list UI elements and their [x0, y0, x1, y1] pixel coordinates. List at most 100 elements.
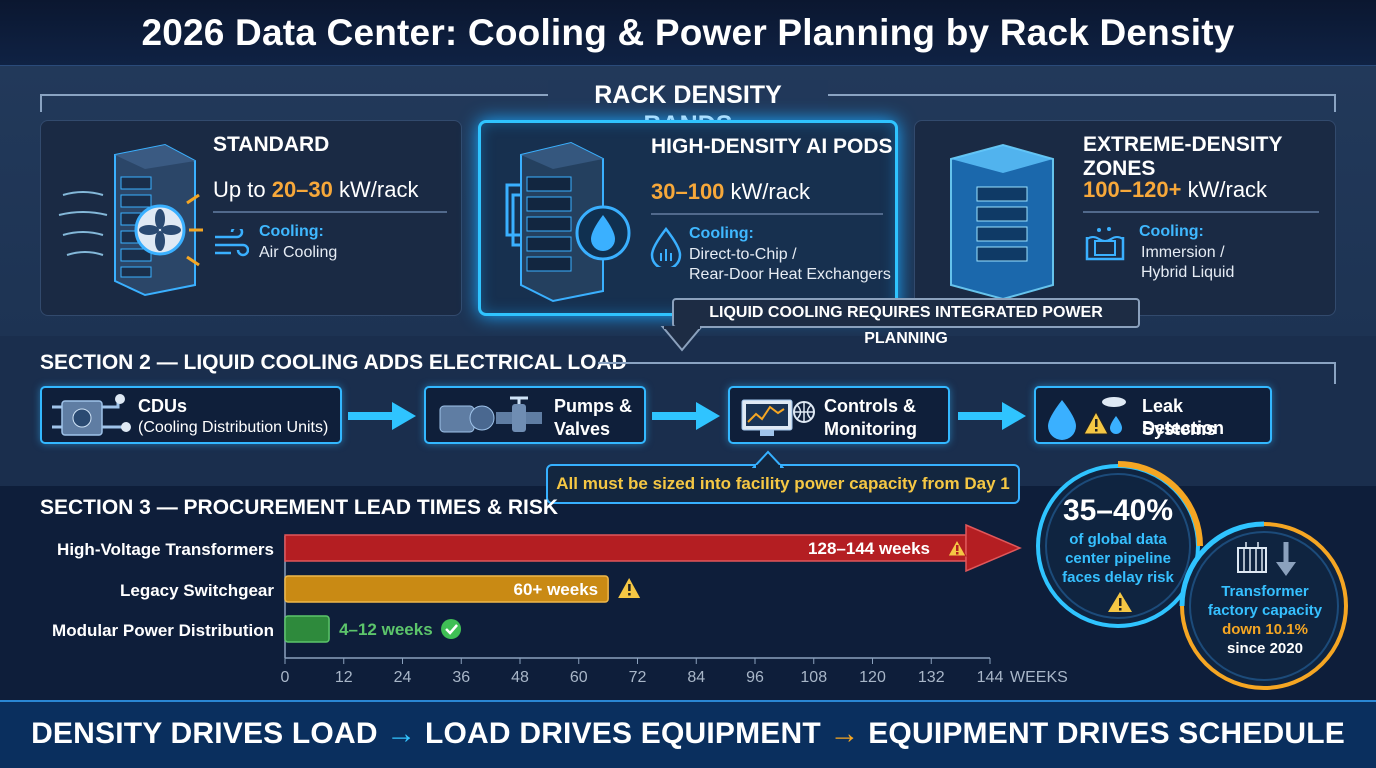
cooling-method-line2: Rear-Door Heat Exchangers: [689, 266, 891, 283]
flow-arrow-icon: [652, 402, 720, 430]
sizing-note: All must be sized into facility power ca…: [546, 464, 1020, 504]
cooling-method: Direct-to-Chip /: [689, 246, 797, 263]
cooling-label: Cooling:: [689, 225, 754, 242]
row-label-switchgear: Legacy Switchgear: [119, 581, 274, 600]
monitoring-icon: [741, 399, 815, 436]
section1-frame-left: [40, 94, 42, 112]
x-tick-label: 96: [746, 669, 764, 686]
x-tick-label: 60: [570, 669, 588, 686]
flow-item-controls: Controls & Monitoring: [728, 386, 950, 444]
title-bar: [0, 0, 1376, 66]
footer-part2: LOAD DRIVES EQUIPMENT: [425, 717, 821, 750]
flow-title: CDUs: [138, 396, 188, 416]
x-tick-label: 48: [511, 669, 529, 686]
arrow-right-icon: →: [386, 717, 417, 750]
x-tick-label: 0: [281, 669, 290, 686]
warning-icon: [618, 578, 641, 598]
footer-part3: EQUIPMENT DRIVES SCHEDULE: [868, 717, 1345, 750]
leak-detection-icon: [1048, 397, 1126, 440]
x-tick-label: 84: [687, 669, 705, 686]
section3-heading: SECTION 3 — PROCUREMENT LEAD TIMES & RIS…: [40, 496, 559, 519]
stat-capacity-line4: since 2020: [1227, 640, 1303, 657]
value-label-switchgear: 60+ weeks: [514, 580, 599, 599]
value-label-modular: 4–12 weeks: [339, 620, 433, 639]
pump-valve-icon: [439, 396, 542, 433]
x-tick-label: 12: [335, 669, 353, 686]
flow-subtitle: Monitoring: [824, 419, 917, 439]
callout-pointer: [660, 326, 704, 352]
section1-heading: RACK DENSITY BANDS: [548, 80, 828, 139]
stat-delay-line3: faces delay risk: [1062, 569, 1174, 586]
footer-part1: DENSITY DRIVES LOAD: [31, 717, 378, 750]
value-label-transformers: 128–144 weeks: [808, 539, 930, 558]
x-tick-label: 132: [918, 669, 945, 686]
warning-icon: [947, 538, 967, 557]
stat-capacity-line3: down 10.1%: [1222, 621, 1308, 638]
section2-rule: [598, 362, 1336, 364]
x-tick-label: 36: [452, 669, 470, 686]
bar-transformers-arrowhead: [965, 523, 1022, 573]
card-title: STANDARD: [213, 133, 330, 156]
transformer-down-icon: [1237, 542, 1296, 576]
section2-heading: SECTION 2 — LIQUID COOLING ADDS ELECTRIC…: [40, 351, 627, 374]
liquid-cooled-rack-icon: [505, 141, 631, 303]
note-pointer: [752, 450, 784, 468]
immersion-bath-icon: [1085, 227, 1125, 261]
flow-item-pumps: Pumps & Valves: [424, 386, 646, 444]
cdu-icon: [52, 394, 131, 436]
card-kw: 30–100 kW/rack: [651, 179, 810, 204]
transformer-capacity-ring: [1179, 521, 1348, 690]
card-high-density: HIGH-DENSITY AI PODS 30–100 kW/rack Cool…: [478, 120, 898, 316]
card-standard: STANDARD Up to 20–30 kW/rack Cooling: Ai…: [40, 120, 462, 316]
bar-switchgear: [284, 575, 609, 603]
stat-capacity-line1: Transformer: [1221, 583, 1309, 600]
integration-callout: LIQUID COOLING REQUIRES INTEGRATED POWER…: [672, 298, 1140, 347]
card-title: EXTREME-DENSITY ZONES: [1083, 133, 1283, 180]
wind-icon: [215, 229, 249, 257]
footer-tagline: DENSITY DRIVES LOAD → LOAD DRIVES EQUIPM…: [0, 700, 1376, 768]
footer-bar: [0, 700, 1376, 768]
flow-item-cdus: CDUs (Cooling Distribution Units): [40, 386, 342, 444]
lead-time-chart: 0 12 24 36 48 60 72 84 96 108 120 132 144 128–144 we…: [281, 523, 1068, 686]
air-cooled-rack-icon: [58, 143, 203, 297]
cooling-label: Cooling:: [1139, 223, 1204, 240]
card-separator: [1083, 211, 1319, 213]
card-extreme-density: EXTREME-DENSITY ZONES 100–120+ kW/rack C…: [914, 120, 1336, 316]
section2-rule-end: [1334, 362, 1336, 384]
x-tick-label: 72: [629, 669, 647, 686]
flow-arrow-icon: [348, 402, 416, 430]
x-axis-unit: WEEKS: [1010, 669, 1068, 686]
flow-subtitle: (Cooling Distribution Units): [138, 419, 329, 436]
flow-subtitle: Valves: [554, 419, 611, 439]
bar-transformers: [284, 534, 967, 562]
section1-frame-right: [1334, 94, 1336, 112]
flow-title: Pumps &: [554, 396, 633, 416]
row-label-transformers: High-Voltage Transformers: [57, 540, 274, 559]
flow-title: Controls &: [824, 396, 916, 416]
flow-title: Leak Detection: [1142, 396, 1225, 438]
cooling-method-line2: Hybrid Liquid: [1141, 264, 1235, 281]
card-kw: 100–120+ kW/rack: [1083, 177, 1268, 202]
card-kw: Up to 20–30 kW/rack: [213, 177, 419, 202]
card-title: HIGH-DENSITY AI PODS: [651, 135, 893, 158]
cooling-label: Cooling:: [259, 223, 324, 240]
card-separator: [213, 211, 447, 213]
x-tick-label: 120: [859, 669, 886, 686]
arrow-right-icon: →: [829, 717, 860, 750]
check-icon: [441, 619, 462, 639]
stat-capacity-line2: factory capacity: [1207, 602, 1323, 619]
bar-modular: [284, 615, 330, 643]
flow-subtitle: Systems: [1142, 419, 1217, 439]
cooling-method: Immersion /: [1141, 244, 1225, 261]
flow-arrow-icon: [958, 402, 1026, 430]
stat-delay-value: 35–40%: [1062, 494, 1174, 527]
x-tick-label: 108: [800, 669, 827, 686]
stat-delay-line1: of global data: [1069, 531, 1167, 548]
immersion-tank-icon: [950, 143, 1054, 301]
droplet-icon: [650, 227, 682, 267]
row-label-modular: Modular Power Distribution: [52, 621, 274, 640]
x-tick-label: 24: [394, 669, 412, 686]
x-tick-label: 144: [977, 669, 1004, 686]
page-title: 2026 Data Center: Cooling & Power Planni…: [141, 12, 1235, 53]
stat-delay-line2: center pipeline: [1065, 550, 1171, 567]
